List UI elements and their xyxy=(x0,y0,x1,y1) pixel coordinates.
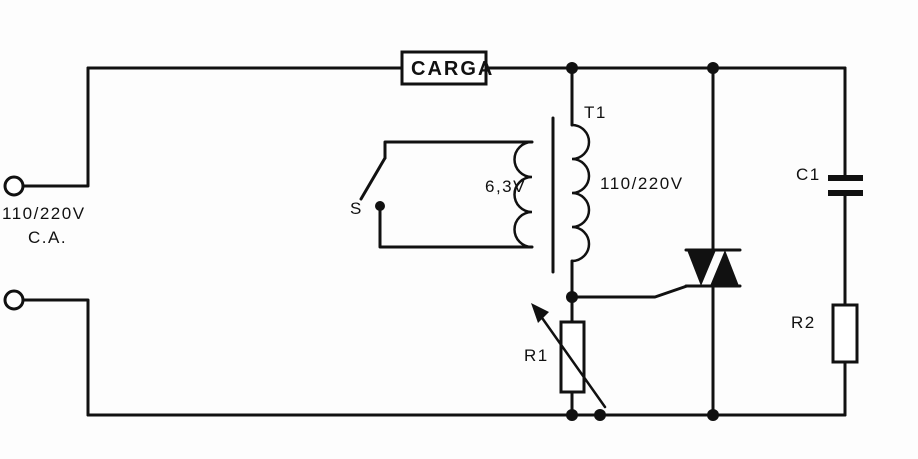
switch-blade xyxy=(359,156,387,201)
wire-switch-top xyxy=(383,140,534,160)
secondary-voltage-label: 110/220V xyxy=(600,174,684,193)
r1-body xyxy=(559,320,586,394)
r2-label: R2 xyxy=(791,313,816,332)
load-label: CARGA xyxy=(411,58,494,80)
switch-label: S xyxy=(350,199,363,218)
junction-dots xyxy=(566,62,719,421)
load-box xyxy=(400,50,488,86)
wire-input-bottom xyxy=(21,298,90,417)
input-terminals: 110/220V C.A. xyxy=(2,175,86,311)
resistor-r2: R2 xyxy=(791,303,859,364)
wire-switch-bottom xyxy=(378,204,534,249)
junction-bottom-arrow xyxy=(594,409,606,421)
input-terminal-top xyxy=(3,175,25,197)
r1-arrowhead xyxy=(531,303,549,323)
c1-plate-bottom xyxy=(828,190,863,196)
input-terminal-bottom xyxy=(3,289,25,311)
rheostat-r1: R1 xyxy=(524,303,607,409)
junction-top-triac xyxy=(707,62,719,74)
r1-label: R1 xyxy=(524,346,549,365)
triac xyxy=(684,248,742,288)
transformer-label: T1 xyxy=(584,103,607,122)
r1-arrow-shaft xyxy=(538,313,607,409)
triac-triangle-up xyxy=(710,250,739,286)
wire-triac-gate xyxy=(570,284,689,299)
c1-label: C1 xyxy=(796,165,821,184)
primary-voltage-label: 6,3V xyxy=(485,177,526,196)
transformer-t1: T1 110/220V 6,3V xyxy=(485,103,684,274)
source-type-label: C.A. xyxy=(28,228,67,247)
junction-gate-node xyxy=(566,291,578,303)
primary-winding xyxy=(513,140,534,249)
c1-plate-top xyxy=(828,175,863,181)
junction-bottom-r1 xyxy=(566,409,578,421)
capacitor-c1: C1 xyxy=(796,165,863,196)
triac-triangle-down xyxy=(687,250,716,286)
secondary-winding xyxy=(570,123,591,263)
source-voltage-label: 110/220V xyxy=(2,204,86,223)
wires xyxy=(21,66,847,417)
wire-input-top xyxy=(21,66,90,188)
junction-bottom-triac xyxy=(707,409,719,421)
switch-circuit: S xyxy=(350,140,534,249)
r2-body xyxy=(831,303,859,364)
junction-top-secondary xyxy=(566,62,578,74)
load-component: CARGA xyxy=(400,50,494,86)
